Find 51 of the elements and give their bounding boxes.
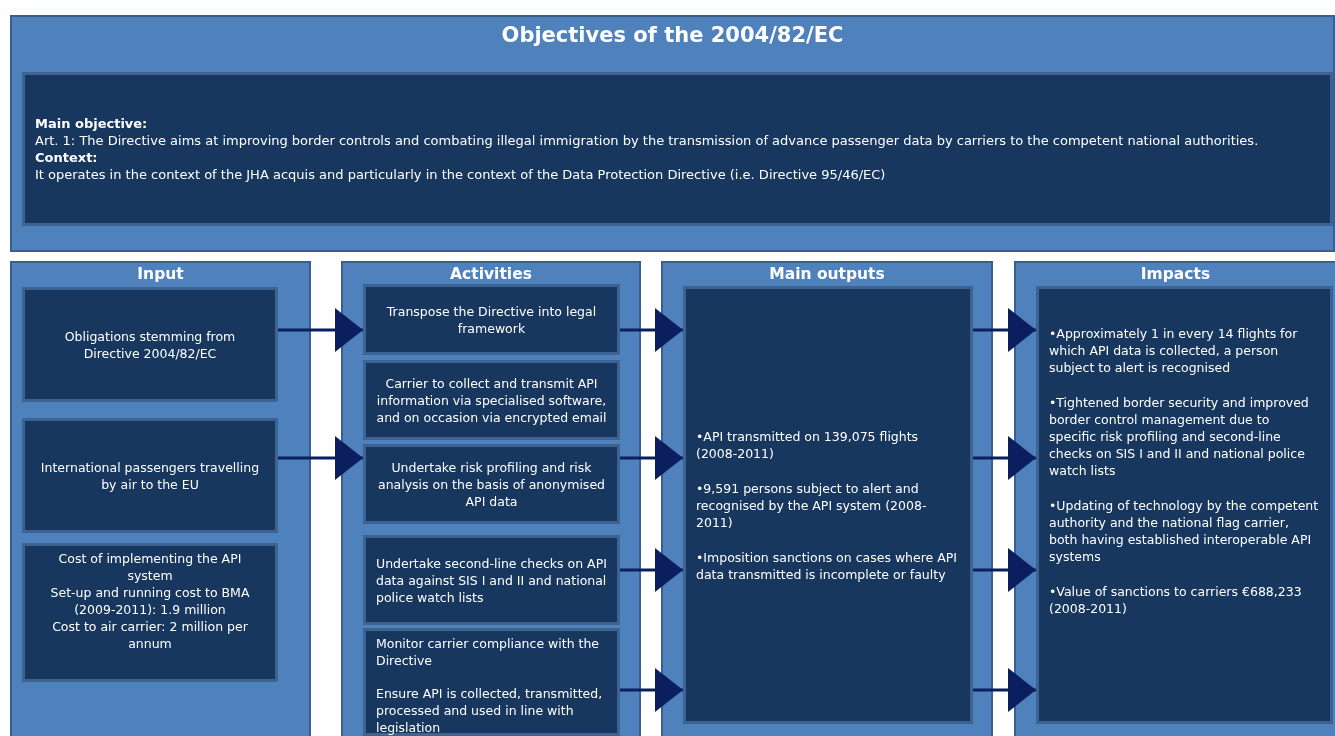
block-arrow: [620, 308, 683, 352]
box-text: •Value of sanctions to carriers €688,233 (2008-2011): [1049, 583, 1303, 617]
panel-heading: Objectives of the 2004/82/EC: [500, 23, 845, 47]
text-box: [22, 287, 278, 402]
text-box: [683, 286, 973, 724]
box-text: •Imposition sanctions on cases where API data transmitted is incomplete or faulty: [696, 548, 959, 583]
text-box: [22, 543, 278, 682]
box-text: •9,591 persons subject to alert and recognised by the API system (2008-2011): [696, 479, 928, 531]
box-text: Ensure API is collected, transmitted, processed and used in line with legislation: [376, 685, 604, 736]
column-panel: [661, 261, 993, 736]
box-text: •Tightened border security and improved border control management due to specific risk profiling and second-line checks on SIS I and II and national police watch lists: [1049, 394, 1310, 479]
panel-heading: Main outputs: [768, 265, 886, 283]
block-arrow: [278, 308, 363, 352]
section-heading: Main objective:: [35, 115, 149, 132]
block-arrow: [973, 436, 1036, 480]
text-box: [363, 628, 620, 736]
column-panel: [10, 15, 1335, 252]
block-arrow: [620, 548, 683, 592]
box-text: Monitor carrier compliance with the Directive: [376, 635, 601, 669]
section-heading: Context:: [35, 149, 99, 166]
block-arrow: [278, 436, 363, 480]
text-box: [22, 72, 1333, 226]
box-text: Set-up and running cost to BMA (2009-2011): 1.9 million: [49, 584, 251, 618]
box-text: It operates in the context of the JHA acquis and particularly in the context of the Data Protection Directive (i.e. Directive 95/46/EC): [35, 166, 887, 183]
box-text: Obligations stemming from Directive 2004/82/EC: [63, 327, 237, 362]
box-text: International passengers travelling by air to the EU: [39, 458, 261, 493]
block-arrow: [973, 548, 1036, 592]
panel-heading: Activities: [449, 265, 533, 283]
box-text: Carrier to collect and transmit API information via specialised software, and on occasion via encrypted email: [376, 374, 607, 426]
box-text: Undertake second-line checks on API data against SIS I and II and national police watch lists: [376, 554, 607, 606]
block-arrow: [973, 668, 1036, 712]
panel-heading: Input: [136, 265, 185, 283]
text-box: [363, 535, 620, 625]
text-box: [363, 444, 620, 524]
column-panel: [341, 261, 641, 736]
text-box: [363, 284, 620, 355]
box-text: Transpose the Directive into legal framework: [385, 302, 598, 337]
column-panel: [10, 261, 311, 736]
box-text: Cost to air carrier: 2 million per annum: [51, 618, 249, 652]
text-box: [22, 418, 278, 533]
block-arrow: [620, 436, 683, 480]
box-text: Cost of implementing the API system: [57, 550, 243, 584]
box-text: •Approximately 1 in every 14 flights for which API data is collected, a person subject to alert is recognised: [1049, 325, 1299, 376]
box-text: Art. 1: The Directive aims at improving border controls and combating illegal immigration by the transmission of advance passenger data by carriers to the competent national authorities.: [35, 132, 1260, 149]
text-box: [363, 360, 620, 440]
block-arrow: [973, 308, 1036, 352]
panel-heading: Impacts: [1139, 265, 1212, 283]
box-text: Undertake risk profiling and risk analysis on the basis of anonymised API data: [376, 458, 606, 510]
box-text: •API transmitted on 139,075 flights (2008-2011): [696, 427, 920, 462]
block-arrow: [620, 668, 683, 712]
box-text: •Updating of technology by the competent authority and the national flag carrier, both having established interoperable API systems: [1049, 497, 1320, 565]
